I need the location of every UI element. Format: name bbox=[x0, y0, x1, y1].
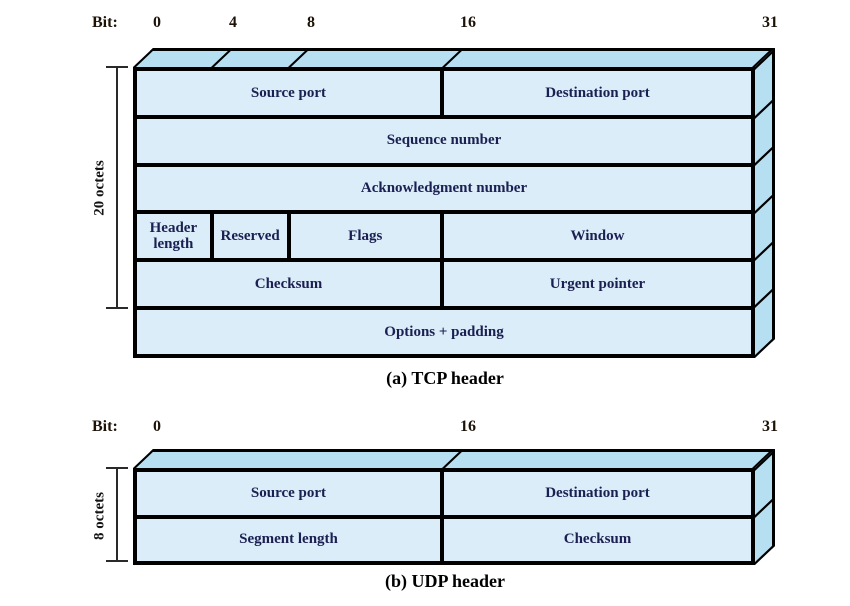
tcp-bit-axis-label: Bit: bbox=[92, 14, 118, 31]
udp-bit-tick-31: 31 bbox=[762, 418, 778, 435]
tcp-topface-tick-bit16 bbox=[442, 51, 462, 67]
udp-octet-bracket-line bbox=[116, 468, 118, 562]
udp-header-grid: Source port Destination port Segment len… bbox=[133, 468, 755, 565]
tcp-header-grid: Source port Destination port Sequence nu… bbox=[133, 67, 755, 358]
tcp-field-options-padding: Options + padding bbox=[384, 323, 504, 340]
tcp-row-acknowledgment: Acknowledgment number bbox=[137, 167, 751, 215]
tcp-caption: (a) TCP header bbox=[386, 368, 504, 388]
tcp-rightface-line-2 bbox=[755, 146, 772, 166]
tcp-rightface-line-1 bbox=[755, 99, 772, 119]
tcp-box-top-face bbox=[133, 48, 776, 67]
tcp-field-source-port: Source port bbox=[137, 71, 444, 115]
tcp-field-urgent-pointer: Urgent pointer bbox=[549, 275, 646, 292]
udp-octet-bracket-bottom-cap bbox=[106, 560, 128, 562]
tcp-bit-tick-0: 0 bbox=[153, 14, 161, 31]
tcp-row-options: Options + padding bbox=[137, 310, 751, 354]
udp-field-source-port: Source port bbox=[137, 472, 444, 515]
udp-field-segment-length: Segment length bbox=[137, 518, 444, 561]
tcp-row-flags: Header length Reserved Flags Window bbox=[137, 214, 751, 263]
udp-bit-axis-label: Bit: bbox=[92, 418, 118, 435]
udp-field-destination-port: Destination port bbox=[545, 484, 650, 501]
tcp-field-acknowledgment-number: Acknowledgment number bbox=[360, 180, 528, 197]
tcp-topface-tick-bit8 bbox=[288, 51, 308, 67]
tcp-row-sequence: Sequence number bbox=[137, 119, 751, 167]
tcp-octets-label: 20 octets bbox=[91, 160, 108, 216]
udp-octet-bracket-top-cap bbox=[106, 467, 128, 469]
udp-bit-tick-0: 0 bbox=[153, 418, 161, 435]
udp-topface-tick-bit16 bbox=[442, 452, 462, 468]
tcp-bit-tick-31: 31 bbox=[762, 14, 778, 31]
tcp-topface-tick-bit4 bbox=[211, 51, 231, 67]
udp-box-right-face bbox=[755, 449, 775, 565]
tcp-field-header-length: Header length bbox=[137, 214, 214, 259]
tcp-bit-tick-16: 16 bbox=[460, 14, 476, 31]
udp-row-length-checksum: Segment length Checksum bbox=[137, 518, 751, 561]
udp-bit-tick-16: 16 bbox=[460, 418, 476, 435]
tcp-box-right-face bbox=[755, 48, 775, 359]
tcp-rightface-line-4 bbox=[755, 241, 772, 261]
tcp-octet-bracket-top-cap bbox=[106, 66, 128, 68]
tcp-field-destination-port: Destination port bbox=[545, 84, 650, 101]
tcp-field-checksum: Checksum bbox=[137, 262, 444, 307]
udp-rightface-line-1 bbox=[755, 498, 772, 518]
tcp-bit-tick-4: 4 bbox=[229, 14, 237, 31]
tcp-row-checksum: Checksum Urgent pointer bbox=[137, 262, 751, 311]
udp-caption: (b) UDP header bbox=[385, 571, 505, 591]
tcp-field-window: Window bbox=[570, 228, 625, 244]
udp-field-checksum: Checksum bbox=[563, 531, 632, 548]
udp-row-ports: Source port Destination port bbox=[137, 472, 751, 519]
tcp-octet-bracket-line bbox=[116, 67, 118, 309]
tcp-bit-tick-8: 8 bbox=[307, 14, 315, 31]
tcp-rightface-line-3 bbox=[755, 194, 772, 214]
udp-box-top-face bbox=[133, 449, 776, 468]
tcp-octet-bracket-bottom-cap bbox=[106, 307, 128, 309]
tcp-rightface-line-5 bbox=[755, 289, 772, 309]
tcp-field-sequence-number: Sequence number bbox=[386, 132, 502, 149]
tcp-field-reserved: Reserved bbox=[214, 214, 291, 259]
tcp-field-flags: Flags bbox=[291, 214, 444, 259]
udp-octets-label: 8 octets bbox=[91, 492, 108, 540]
tcp-row-ports: Source port Destination port bbox=[137, 71, 751, 119]
